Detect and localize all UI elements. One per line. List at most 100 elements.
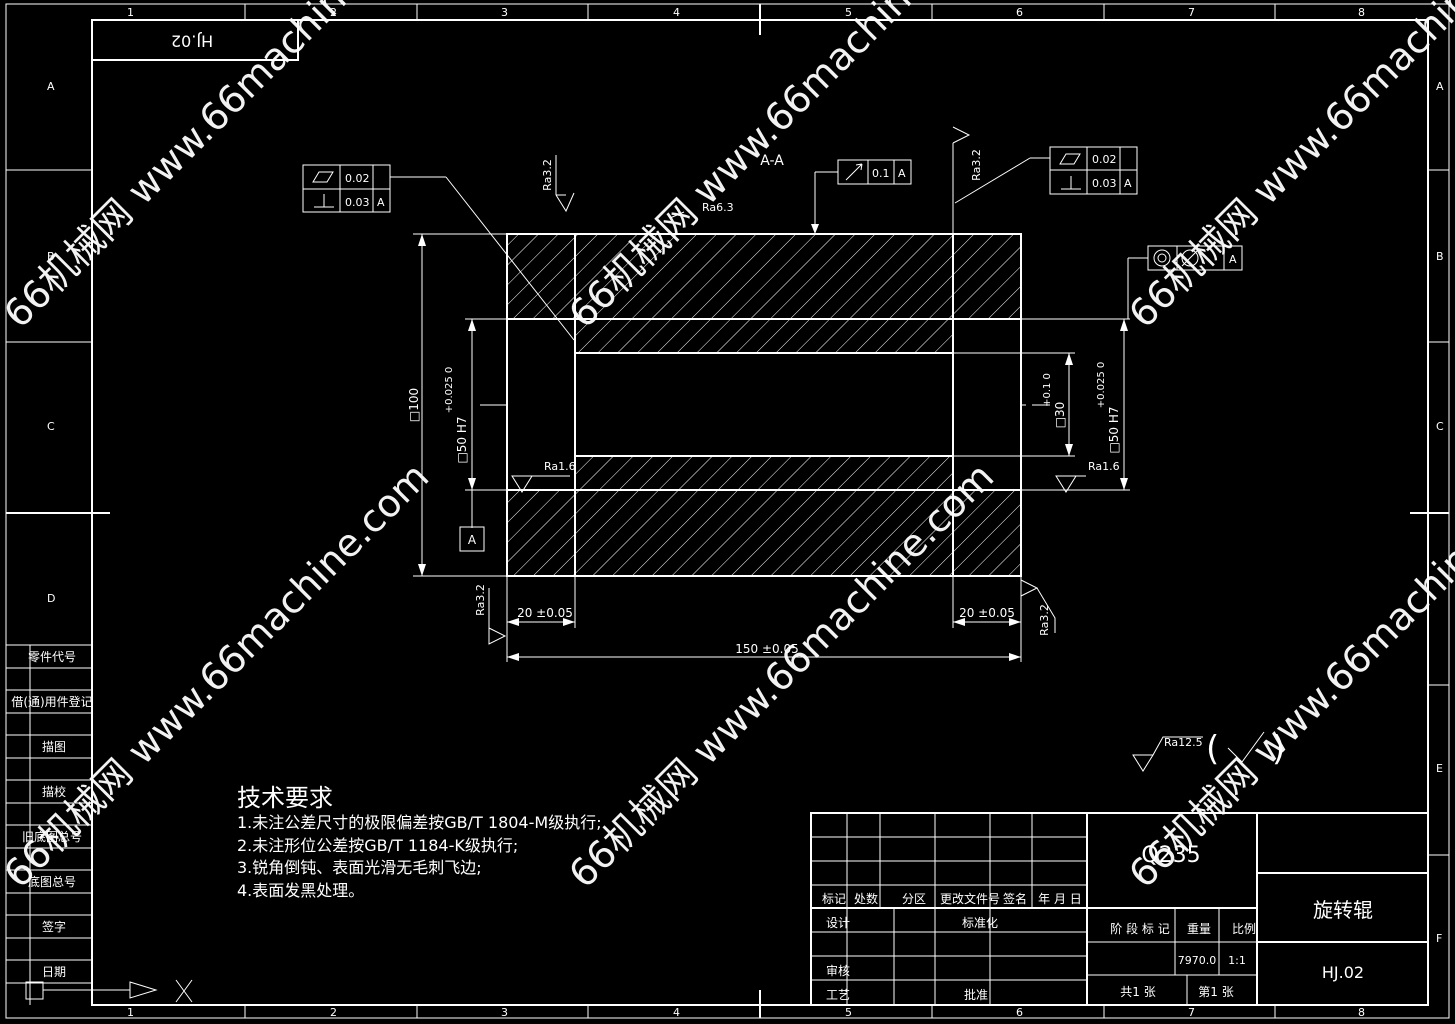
dim-outer-dia: □100	[407, 388, 421, 422]
tb-review: 审核	[826, 963, 850, 978]
part-name: 旋转辊	[1313, 898, 1373, 922]
ra-bottom-right: Ra3.2	[1038, 604, 1051, 636]
datum-box	[459, 526, 485, 552]
ra-general: Ra12.5	[1164, 736, 1203, 749]
roughness-symbols	[488, 126, 1265, 772]
runout-icon	[845, 163, 863, 181]
tech-req-line: 4.表面发黑处理。	[237, 881, 364, 900]
dim-right-bore-tol: +0.025 0	[1096, 362, 1107, 409]
col-label: 4	[673, 1006, 680, 1019]
title-block-grid	[811, 813, 1257, 1005]
col-label: 2	[330, 1006, 337, 1019]
gdt-left-flat: 0.02	[345, 172, 370, 185]
section-title: A-A	[760, 153, 784, 169]
dim-inner-bore-tol: +0.1 0	[1042, 373, 1053, 407]
strip-tracing: 描图	[42, 740, 66, 754]
ra-top-right: Ra3.2	[970, 149, 983, 181]
tb-total-sheets: 共1 张	[1120, 985, 1155, 999]
strip-date: 日期	[42, 965, 66, 979]
dim-right-bore: □50 H7	[1107, 406, 1121, 453]
gdt-top-datum: A	[898, 167, 906, 180]
dim-left-bore-tol: +0.025 0	[444, 367, 455, 414]
left-strip	[6, 644, 92, 1005]
tb-standard: 标准化	[962, 916, 998, 930]
gdt-right-flat: 0.02	[1092, 153, 1117, 166]
row-label: B	[1436, 250, 1444, 263]
col-label: 1	[127, 1006, 134, 1019]
hatch-bottom-inner	[575, 456, 953, 490]
row-label: F	[1436, 932, 1442, 945]
ra-bore-left: Ra1.6	[544, 460, 576, 473]
dim-length: 150 ±0.05	[735, 642, 799, 656]
gdt-right-perp: 0.03	[1092, 177, 1117, 190]
tb-weight: 7970.0	[1178, 954, 1217, 967]
gdt-left-datum: A	[377, 196, 385, 209]
dim-inner-bore: □30	[1053, 402, 1067, 429]
tb-stage: 阶 段 标 记	[1110, 921, 1169, 936]
tb-scale: 1:1	[1228, 954, 1246, 967]
strip-base-no: 底图总号	[28, 874, 76, 889]
ra-bottom-left: Ra3.2	[474, 584, 487, 616]
gdt-left-perp: 0.03	[345, 196, 370, 209]
dim-right-step: 20 ±0.05	[959, 606, 1015, 620]
datum-label: A	[468, 533, 477, 547]
col-label: 7	[1188, 1006, 1195, 1019]
row-label: B	[47, 250, 55, 263]
col-label: 7	[1188, 6, 1195, 19]
tb-approve: 批准	[964, 987, 988, 1002]
strip-borrow: 借(通)用件登记	[11, 694, 92, 709]
center-marks	[6, 4, 1449, 1018]
strip-trace-check: 描校	[42, 784, 66, 799]
title-block-frame	[810, 812, 1429, 1006]
perpendicular-icon	[1061, 176, 1081, 190]
material: Q235	[1141, 843, 1200, 868]
col-label: 8	[1358, 6, 1365, 19]
row-label: D	[47, 592, 55, 605]
gdt-far-right-datum: A	[1229, 253, 1237, 266]
tech-req-line: 1.未注公差尺寸的极限偏差按GB/T 1804-M级执行;	[237, 813, 602, 832]
watermark: 66机械网 www.66machine.com	[0, 0, 437, 336]
gdt-right: 0.02 0.03 A	[954, 146, 1138, 204]
row-label: E	[1436, 762, 1443, 775]
tech-req-line: 2.未注形位公差按GB/T 1184-K级执行;	[237, 836, 518, 855]
corner-code-box	[91, 19, 299, 61]
concentricity-icon	[1153, 249, 1171, 267]
tb-design: 设计	[826, 916, 850, 930]
tb-scale-label: 比例	[1232, 922, 1256, 936]
col-label: 1	[127, 6, 134, 19]
flatness-icon	[312, 171, 334, 183]
col-label: 4	[673, 6, 680, 19]
zone-labels: 1 2 3 4 5 6 7 8 1 2 3 4 5 6 7 8 A B C D …	[47, 6, 1444, 1019]
diameter-icon	[1181, 249, 1199, 267]
col-label: 6	[1016, 6, 1023, 19]
tb-date: 年 月 日	[1038, 892, 1082, 906]
strip-part-code: 零件代号	[28, 650, 76, 664]
ra-top-left: Ra3.2	[541, 159, 554, 191]
tb-zone: 分区	[902, 892, 926, 906]
hatch-top-inner	[575, 319, 953, 353]
tb-change-doc: 更改文件号	[940, 891, 1000, 906]
projection-symbol	[25, 979, 193, 1003]
col-label: 8	[1358, 1006, 1365, 1019]
col-label: 5	[845, 6, 852, 19]
gdt-right-datum: A	[1124, 177, 1132, 190]
gdt-left: 0.02 0.03 A	[302, 164, 575, 341]
tb-count: 处数	[854, 891, 878, 906]
dimension-lines	[413, 233, 1130, 662]
tb-mark: 标记	[822, 892, 846, 906]
outer-border	[5, 3, 1450, 1019]
row-label: A	[47, 80, 55, 93]
paren-left: (	[1206, 729, 1219, 769]
col-label: 3	[501, 6, 508, 19]
perpendicular-icon	[314, 194, 334, 208]
hatch-bottom-wall	[507, 490, 1021, 576]
watermark: 66机械网 www.66machine.com	[1120, 454, 1455, 896]
dim-left-bore: □50 H7	[455, 416, 469, 463]
col-label: 6	[1016, 1006, 1023, 1019]
strip-sign: 签字	[42, 919, 66, 934]
row-label: A	[1436, 80, 1444, 93]
dim-left-step: 20 ±0.05	[517, 606, 573, 620]
gdt-top-runout: 0.1	[872, 167, 890, 180]
tech-req-line: 3.锐角倒钝、表面光滑无毛刺飞边;	[237, 858, 482, 877]
